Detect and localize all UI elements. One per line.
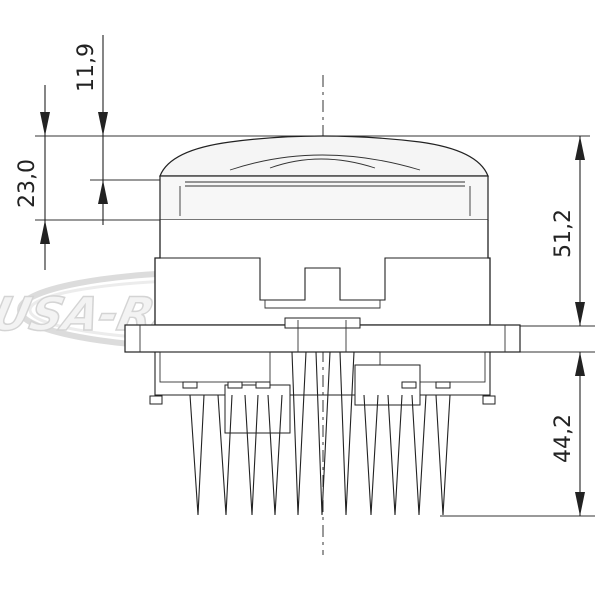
heat-sink-fins [189, 320, 451, 516]
lens-band [159, 175, 489, 221]
lamp-body [124, 135, 521, 434]
lens-dome [159, 135, 489, 177]
dimension-label-44-2: 44,2 [551, 414, 576, 463]
dimension-arrow-23 [40, 85, 50, 270]
dimension-arrow-51-2 [575, 136, 585, 326]
housing [154, 220, 491, 326]
dimension-arrow-44-2 [575, 352, 585, 516]
dimension-arrow-11-9 [98, 35, 108, 225]
screw-heads [182, 381, 451, 389]
dimension-label-23: 23,0 [15, 159, 40, 208]
mounting-flange [124, 324, 521, 353]
dimension-label-51-2: 51,2 [551, 209, 576, 258]
dimension-label-11-9: 11,9 [74, 43, 99, 92]
